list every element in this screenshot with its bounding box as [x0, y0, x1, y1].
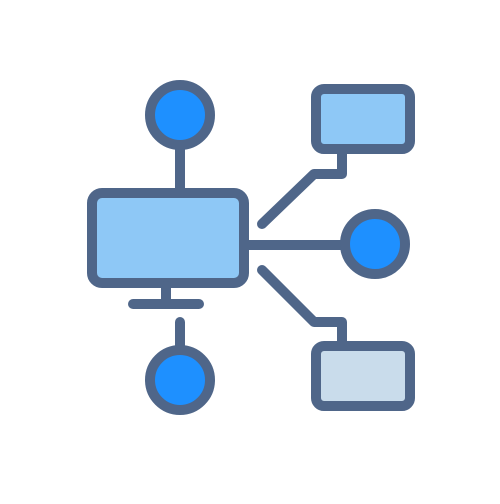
- bottom-box-icon: [311, 341, 415, 411]
- monitor-icon: [87, 188, 249, 309]
- connector-lines: [175, 141, 349, 355]
- top-box-icon: [311, 84, 415, 154]
- bottom-node-icon: [145, 345, 215, 415]
- connector-bottom-box: [257, 265, 347, 349]
- top-node-icon: [145, 80, 215, 150]
- stock-id-label: [6, 390, 18, 490]
- connector-top-box: [257, 145, 347, 229]
- right-node-icon: [340, 209, 410, 279]
- monitor-screen: [87, 188, 249, 288]
